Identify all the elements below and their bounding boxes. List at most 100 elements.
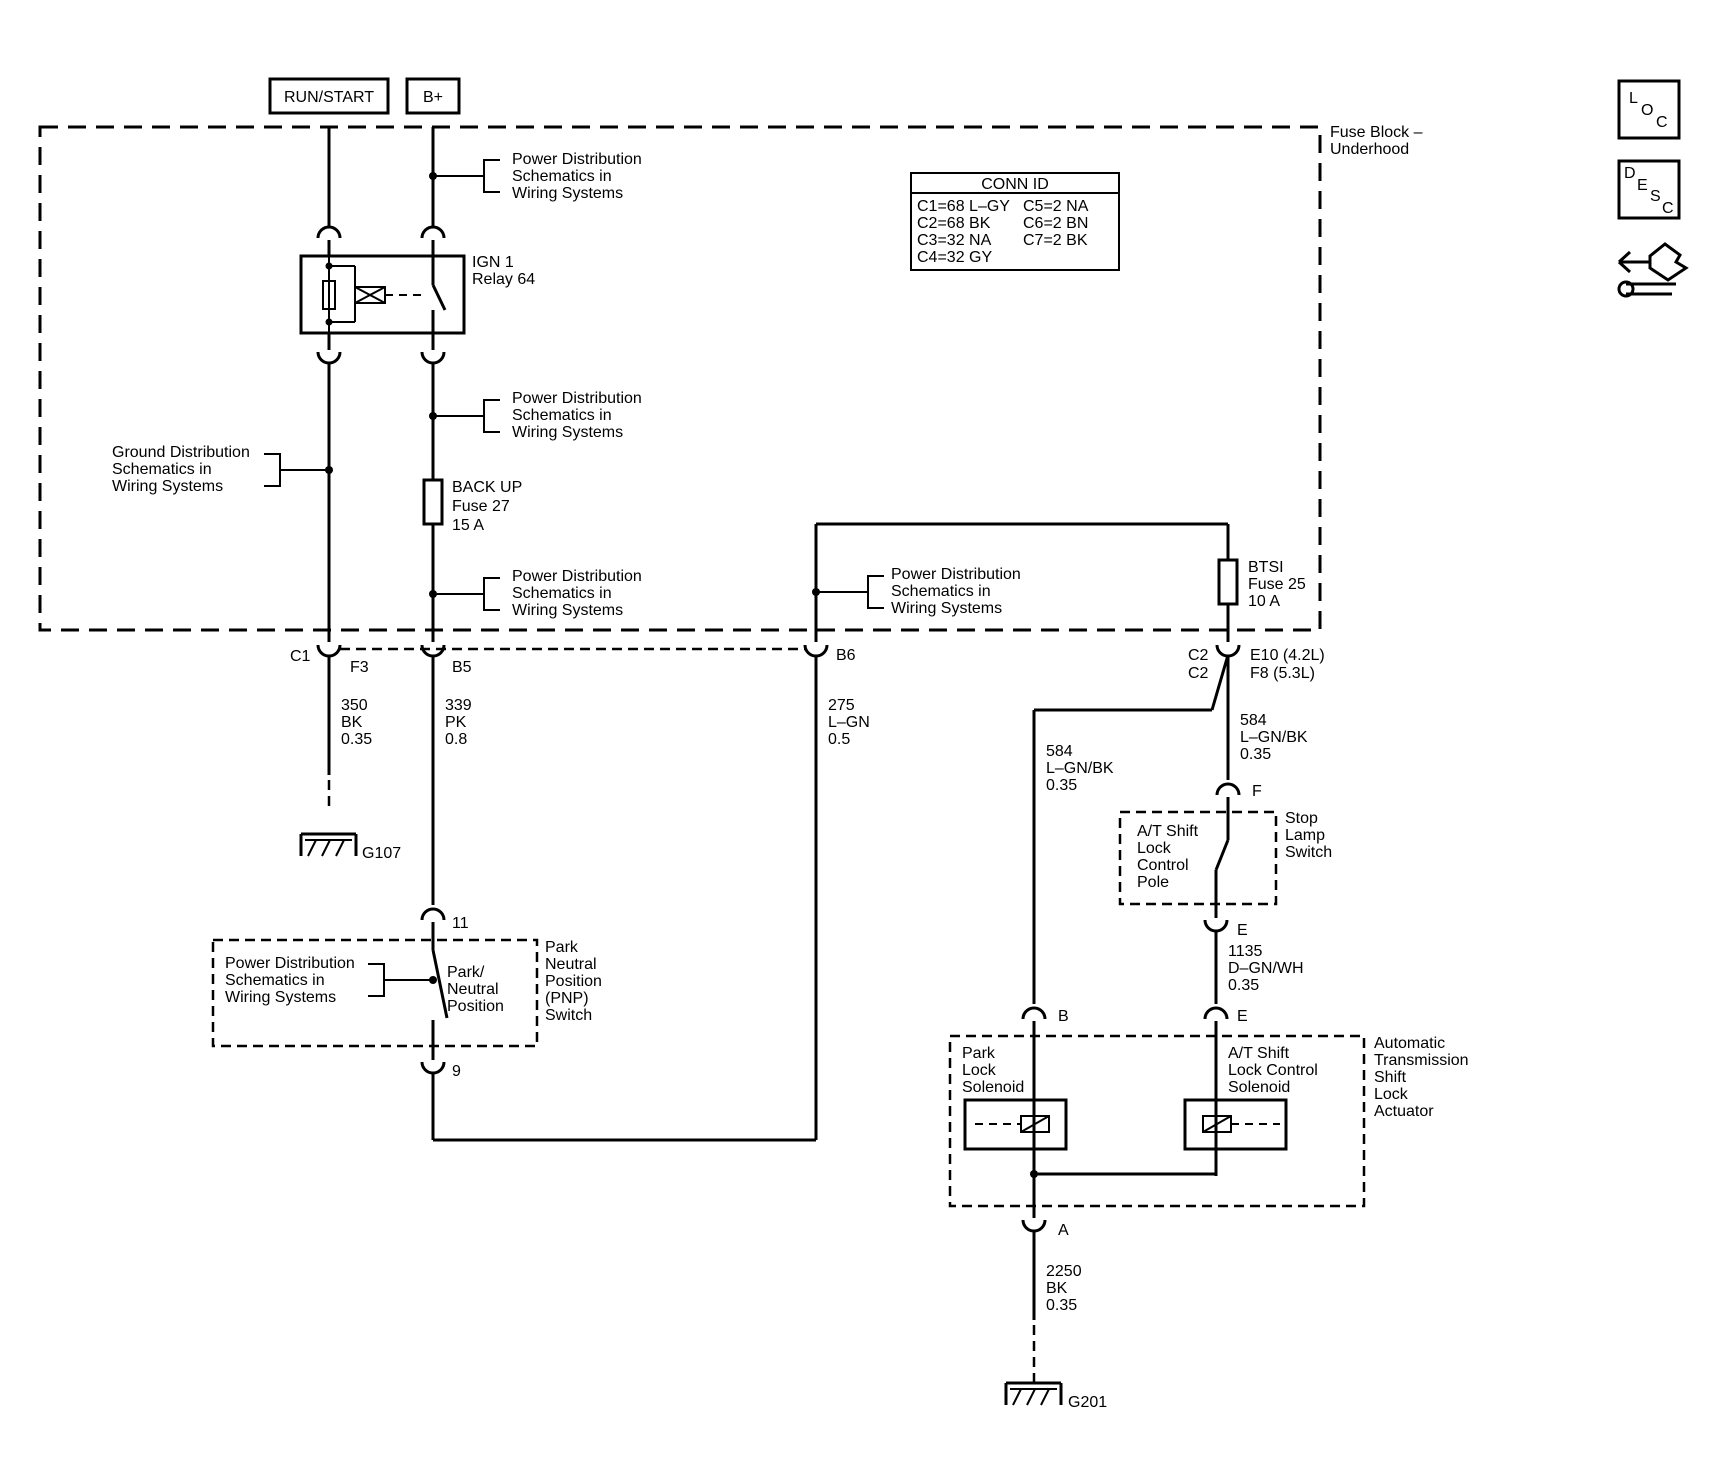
wire-584a-circuit: 584 <box>1046 743 1073 760</box>
stop-lamp-inner-4: Pole <box>1137 874 1169 891</box>
svg-text:Wiring Systems: Wiring Systems <box>112 478 223 495</box>
b-plus-label: B+ <box>423 89 443 106</box>
svg-text:Ground Distribution: Ground Distribution <box>112 444 250 461</box>
wire-350-circuit: 350 <box>341 697 368 714</box>
pin-f-label: F <box>1252 783 1262 800</box>
actuator-outer-1: Automatic <box>1374 1035 1445 1052</box>
relay-label-1: IGN 1 <box>472 254 514 271</box>
svg-text:Power Distribution: Power Distribution <box>512 151 642 168</box>
actuator-outer-2: Transmission <box>1374 1052 1469 1069</box>
pnp-outer-1: Park <box>545 939 579 956</box>
wire-275-path <box>803 522 1228 1140</box>
svg-text:Wiring Systems: Wiring Systems <box>512 424 623 441</box>
actuator-outer-4: Lock <box>1374 1086 1409 1103</box>
conn-e10-label: E10 (4.2L) <box>1250 647 1325 664</box>
wire-275-circuit: 275 <box>828 697 855 714</box>
svg-text:Schematics in: Schematics in <box>512 585 612 602</box>
wire-350-size: 0.35 <box>341 731 372 748</box>
svg-text:E: E <box>1637 177 1648 194</box>
wire-2250-color: BK <box>1046 1280 1068 1297</box>
conn-id-r1c1: C1=68 L–GY <box>917 198 1010 215</box>
conn-b5-label: B5 <box>452 659 472 676</box>
pnp-inner-2: Neutral <box>447 981 499 998</box>
atshift-solenoid-label-1: A/T Shift <box>1228 1045 1290 1062</box>
svg-text:O: O <box>1641 102 1653 119</box>
conn-b6-label: B6 <box>836 647 856 664</box>
stop-lamp-inner-2: Lock <box>1137 840 1172 857</box>
wire-339-color: PK <box>445 714 467 731</box>
wire-584a-size: 0.35 <box>1046 777 1077 794</box>
conn-id-table: CONN ID C1=68 L–GY C5=2 NA C2=68 BK C6=2… <box>910 172 1120 271</box>
svg-text:Schematics in: Schematics in <box>112 461 212 478</box>
fuse-block-boundary <box>38 125 1322 632</box>
relay-label-2: Relay 64 <box>472 271 535 288</box>
conn-f8-label: F8 (5.3L) <box>1250 665 1315 682</box>
wire-339-circuit: 339 <box>445 697 472 714</box>
pnp-outer-3: Position <box>545 973 602 990</box>
pnp-outer-2: Neutral <box>545 956 597 973</box>
pin-e2-label: E <box>1237 1008 1248 1025</box>
pnp-inner-1: Park/ <box>447 964 485 981</box>
conn-c1-label: C1 <box>290 648 311 665</box>
fuse25-label-1: BTSI <box>1248 559 1284 576</box>
stop-lamp-switch-box <box>1118 810 1278 906</box>
svg-text:C: C <box>1662 200 1674 217</box>
wire-339-size: 0.8 <box>445 731 467 748</box>
power-dist-ref-5: Power Distribution Schematics in Wiring … <box>225 955 437 1006</box>
fuse27-label-1: BACK UP <box>452 479 522 496</box>
conn-c2b-label: C2 <box>1188 665 1209 682</box>
park-solenoid-label-1: Park <box>962 1045 996 1062</box>
wire-1135-size: 0.35 <box>1228 977 1259 994</box>
svg-text:Power Distribution: Power Distribution <box>512 568 642 585</box>
fuse25-label-3: 10 A <box>1248 593 1280 610</box>
fuse25-label-2: Fuse 25 <box>1248 576 1306 593</box>
conn-c2a-label: C2 <box>1188 647 1209 664</box>
wire-2250-path <box>1021 1174 1047 1382</box>
wire-2250-size: 0.35 <box>1046 1297 1077 1314</box>
at-shift-lock-solenoid <box>1183 1036 1288 1176</box>
pin-b-label: B <box>1058 1008 1069 1025</box>
wire-584b-color: L–GN/BK <box>1240 729 1308 746</box>
park-solenoid-label-2: Lock <box>962 1062 997 1079</box>
actuator-outer-5: Actuator <box>1374 1103 1434 1120</box>
pin-a-label: A <box>1058 1222 1069 1239</box>
svg-text:Schematics in: Schematics in <box>512 168 612 185</box>
wire-584a-color: L–GN/BK <box>1046 760 1114 777</box>
wire-584-path <box>1021 524 1241 1036</box>
svg-text:Power Distribution: Power Distribution <box>225 955 355 972</box>
b-plus-source: B+ <box>405 77 461 115</box>
wire-275-size: 0.5 <box>828 731 850 748</box>
tools-hand-icon[interactable] <box>1617 242 1689 298</box>
wire-1135-color: D–GN/WH <box>1228 960 1304 977</box>
power-dist-ref-3: Power Distribution Schematics in Wiring … <box>433 568 642 619</box>
park-lock-solenoid <box>963 1036 1068 1176</box>
stop-lamp-outer-1: Stop <box>1285 810 1318 827</box>
desc-icon[interactable]: D E S C <box>1617 159 1681 220</box>
conn-id-r2c1: C2=68 BK <box>917 215 991 232</box>
pnp-outer-5: Switch <box>545 1007 592 1024</box>
svg-text:Power Distribution: Power Distribution <box>891 566 1021 583</box>
svg-text:Wiring Systems: Wiring Systems <box>512 602 623 619</box>
run-start-label: RUN/START <box>284 89 374 106</box>
svg-text:Wiring Systems: Wiring Systems <box>512 185 623 202</box>
stop-lamp-outer-2: Lamp <box>1285 827 1325 844</box>
ground-dist-ref: Ground Distribution Schematics in Wiring… <box>112 444 329 495</box>
svg-text:Schematics in: Schematics in <box>512 407 612 424</box>
svg-text:Wiring Systems: Wiring Systems <box>225 989 336 1006</box>
pin-9-label: 9 <box>452 1063 461 1080</box>
svg-text:S: S <box>1650 188 1661 205</box>
conn-id-r2c2: C6=2 BN <box>1023 215 1088 232</box>
svg-text:Schematics in: Schematics in <box>891 583 991 600</box>
wire-584b-circuit: 584 <box>1240 712 1267 729</box>
svg-text:L: L <box>1629 90 1638 107</box>
ign1-relay-64: IGN 1 Relay 64 <box>299 254 535 335</box>
power-dist-ref-2: Power Distribution Schematics in Wiring … <box>433 390 642 441</box>
loc-icon[interactable]: L O C <box>1617 79 1681 140</box>
atshift-solenoid-label-3: Solenoid <box>1228 1079 1290 1096</box>
ground-g107-icon: G107 <box>299 832 401 862</box>
wire-350-color: BK <box>341 714 363 731</box>
svg-text:C: C <box>1656 114 1668 131</box>
actuator-outer-3: Shift <box>1374 1069 1407 1086</box>
pin-e1-label: E <box>1237 922 1248 939</box>
